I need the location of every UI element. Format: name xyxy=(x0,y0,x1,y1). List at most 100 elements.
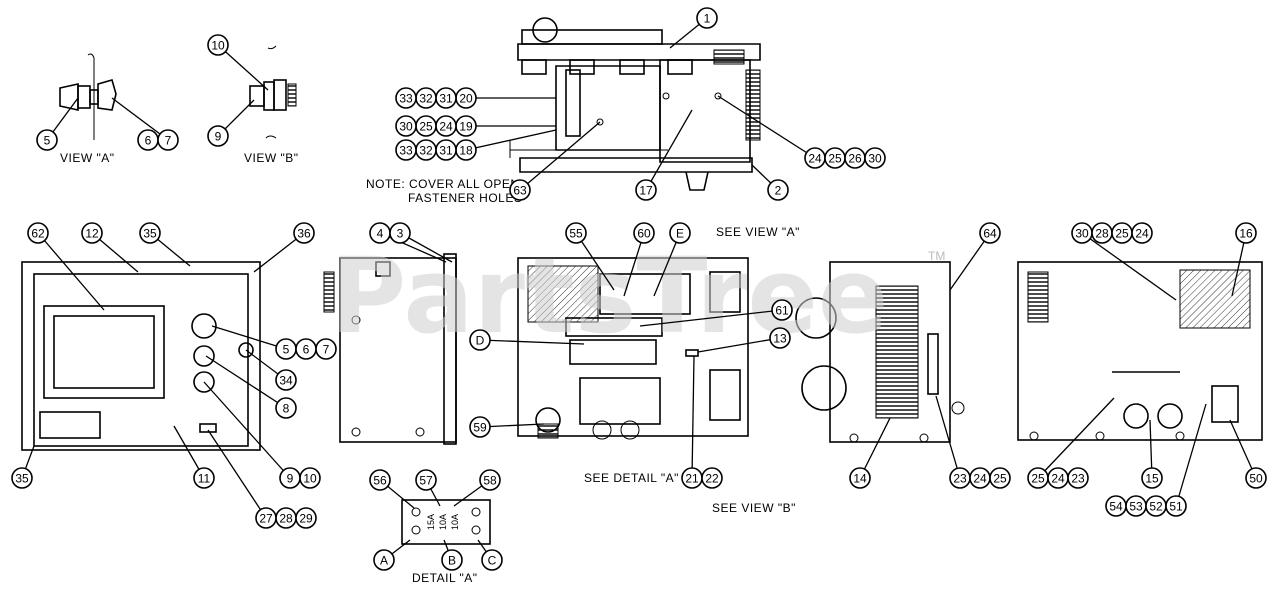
callout-label: 59 xyxy=(473,421,487,435)
callout-c50[interactable]: 50 xyxy=(1245,467,1267,489)
callout-c3[interactable]: 3 xyxy=(389,222,411,244)
view-a-group: VIEW "A" xyxy=(59,53,117,165)
callout-c2[interactable]: 2 xyxy=(767,179,789,201)
callout-label: 16 xyxy=(1239,227,1253,241)
detail-a-caption: DETAIL "A" xyxy=(412,571,478,585)
callout-c5a[interactable]: 5 xyxy=(36,129,58,151)
callout-c28b[interactable]: 28 xyxy=(1091,222,1113,244)
callout-c51[interactable]: 51 xyxy=(1165,495,1187,517)
callout-c8[interactable]: 8 xyxy=(275,397,297,419)
callout-label: 23 xyxy=(1071,472,1085,486)
callout-label: 24 xyxy=(1135,227,1149,241)
callout-c14[interactable]: 14 xyxy=(849,467,871,489)
callout-c31a[interactable]: 31 xyxy=(435,87,457,109)
callout-c27[interactable]: 27 xyxy=(255,507,277,529)
callout-cB[interactable]: B xyxy=(441,549,463,571)
callout-c36[interactable]: 36 xyxy=(293,222,315,244)
callout-c63[interactable]: 63 xyxy=(509,179,531,201)
callout-c10a[interactable]: 10 xyxy=(207,34,229,56)
callout-circle xyxy=(389,222,411,244)
callout-c6a[interactable]: 6 xyxy=(137,129,159,151)
callout-cD[interactable]: D xyxy=(469,329,491,351)
callout-c56[interactable]: 56 xyxy=(369,469,391,491)
callout-c20[interactable]: 20 xyxy=(455,87,477,109)
callout-c59[interactable]: 59 xyxy=(469,416,491,438)
callout-c25c[interactable]: 25 xyxy=(989,467,1011,489)
callout-label: 50 xyxy=(1249,472,1263,486)
callout-c33b[interactable]: 33 xyxy=(395,139,417,161)
callout-c24a[interactable]: 24 xyxy=(435,115,457,137)
callout-c58[interactable]: 58 xyxy=(479,469,501,491)
callout-circle xyxy=(395,139,417,161)
callout-c7b[interactable]: 7 xyxy=(315,338,337,360)
callout-c19[interactable]: 19 xyxy=(455,115,477,137)
callout-c32a[interactable]: 32 xyxy=(415,87,437,109)
callout-c21[interactable]: 21 xyxy=(681,467,703,489)
callout-c15[interactable]: 15 xyxy=(1141,467,1163,489)
callout-c33a[interactable]: 33 xyxy=(395,87,417,109)
callout-c35a[interactable]: 35 xyxy=(139,222,161,244)
callout-cC[interactable]: C xyxy=(481,549,503,571)
callout-c25a[interactable]: 25 xyxy=(415,115,437,137)
callout-c60[interactable]: 60 xyxy=(633,222,655,244)
callout-c1[interactable]: 1 xyxy=(696,7,718,29)
callout-label: 24 xyxy=(439,120,453,134)
callout-circle xyxy=(633,222,655,244)
callout-c24b[interactable]: 24 xyxy=(804,147,826,169)
callout-cA[interactable]: A xyxy=(373,549,395,571)
callout-c30b[interactable]: 30 xyxy=(864,147,886,169)
callout-circle xyxy=(193,467,215,489)
callout-c12[interactable]: 12 xyxy=(81,222,103,244)
callout-c32b[interactable]: 32 xyxy=(415,139,437,161)
callout-c52[interactable]: 52 xyxy=(1145,495,1167,517)
leader-line-c60 xyxy=(623,232,645,297)
callout-circle xyxy=(469,329,491,351)
callout-c25d[interactable]: 25 xyxy=(1111,222,1133,244)
callout-c17[interactable]: 17 xyxy=(635,179,657,201)
callout-c10b[interactable]: 10 xyxy=(299,467,321,489)
callout-c7a[interactable]: 7 xyxy=(157,129,179,151)
callout-label: 24 xyxy=(808,152,822,166)
callout-circle xyxy=(36,129,58,151)
callout-c11[interactable]: 11 xyxy=(193,467,215,489)
callout-label: 53 xyxy=(1129,500,1143,514)
callout-c25b[interactable]: 25 xyxy=(824,147,846,169)
callout-c64[interactable]: 64 xyxy=(979,222,1001,244)
callout-c62[interactable]: 62 xyxy=(27,222,49,244)
callout-c30a[interactable]: 30 xyxy=(395,115,417,137)
callout-c35b[interactable]: 35 xyxy=(11,467,33,489)
callout-c61[interactable]: 61 xyxy=(771,299,793,321)
callout-c18[interactable]: 18 xyxy=(455,139,477,161)
callout-c9a[interactable]: 9 xyxy=(207,125,229,147)
callout-c13[interactable]: 13 xyxy=(769,327,791,349)
callout-c24c[interactable]: 24 xyxy=(969,467,991,489)
callout-c24e[interactable]: 24 xyxy=(1047,467,1069,489)
callout-c34[interactable]: 34 xyxy=(275,369,297,391)
leader-line-c63 xyxy=(519,121,601,191)
callout-c5b[interactable]: 5 xyxy=(275,338,297,360)
callout-c22[interactable]: 22 xyxy=(701,467,723,489)
callout-label: 10 xyxy=(211,39,225,53)
callout-c54[interactable]: 54 xyxy=(1105,495,1127,517)
callout-c6b[interactable]: 6 xyxy=(295,338,317,360)
callout-c31b[interactable]: 31 xyxy=(435,139,457,161)
callout-c23a[interactable]: 23 xyxy=(949,467,971,489)
callout-circle xyxy=(369,469,391,491)
callout-c4[interactable]: 4 xyxy=(369,222,391,244)
callout-c30c[interactable]: 30 xyxy=(1071,222,1093,244)
callout-circle xyxy=(481,549,503,571)
callout-circle xyxy=(979,222,1001,244)
callout-c23b[interactable]: 23 xyxy=(1067,467,1089,489)
callout-label: 32 xyxy=(419,144,433,158)
callout-c28a[interactable]: 28 xyxy=(275,507,297,529)
callout-c57[interactable]: 57 xyxy=(415,469,437,491)
callout-cE[interactable]: E xyxy=(669,222,691,244)
callout-c53[interactable]: 53 xyxy=(1125,495,1147,517)
callout-c25e[interactable]: 25 xyxy=(1027,467,1049,489)
callout-c16[interactable]: 16 xyxy=(1235,222,1257,244)
callout-c55[interactable]: 55 xyxy=(565,222,587,244)
callout-c9b[interactable]: 9 xyxy=(279,467,301,489)
callout-c24d[interactable]: 24 xyxy=(1131,222,1153,244)
callout-c29[interactable]: 29 xyxy=(295,507,317,529)
callout-c26a[interactable]: 26 xyxy=(844,147,866,169)
